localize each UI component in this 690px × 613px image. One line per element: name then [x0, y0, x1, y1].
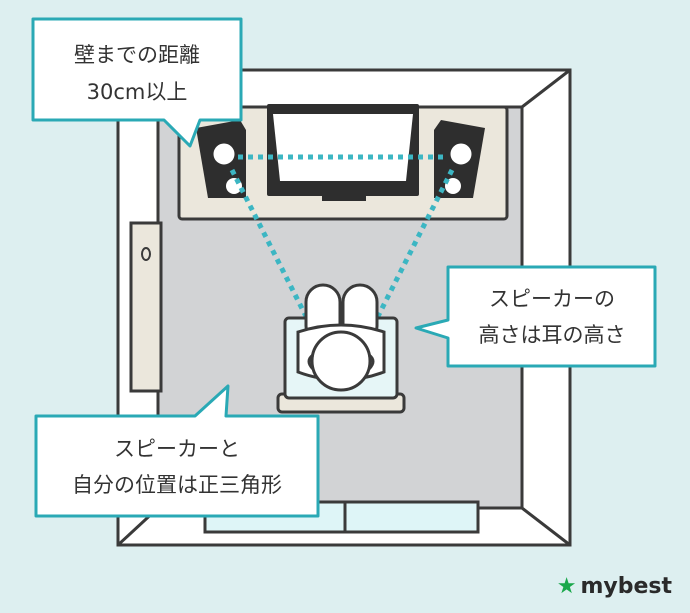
listener-ear-left [307, 353, 315, 371]
door [129, 221, 163, 393]
callout-wall-distance-line1: 壁までの距離 [74, 43, 200, 67]
wall-corner-br [521, 506, 571, 547]
tv-screen [273, 114, 413, 181]
callout-triangle-line1: スピーカーと [114, 437, 240, 461]
callout-ear-height [414, 265, 657, 368]
listener-head [310, 330, 372, 392]
callout-ear-height-line2: 高さは耳の高さ [479, 323, 626, 347]
listener-ear-right [367, 353, 375, 371]
callout-wall-distance [31, 17, 243, 148]
brand-logo: ★ mybest [557, 574, 672, 599]
window-right-pane [343, 500, 480, 534]
callout-wall-distance-line2: 30cm以上 [87, 80, 188, 104]
wall-corner-tr [521, 68, 571, 109]
callout-ear-height-line1: スピーカーの [489, 287, 615, 311]
callout-triangle [34, 384, 320, 518]
triangle-line-right [359, 168, 455, 350]
right-speaker-woofer [447, 140, 475, 168]
brand-name: mybest [580, 574, 672, 599]
right-speaker-tweeter [445, 178, 461, 194]
star-icon: ★ [556, 574, 577, 599]
callout-triangle-line2: 自分の位置は正三角形 [72, 473, 282, 497]
door-knob [141, 247, 151, 261]
left-speaker-woofer [210, 140, 238, 168]
triangle-line-left [229, 168, 325, 350]
